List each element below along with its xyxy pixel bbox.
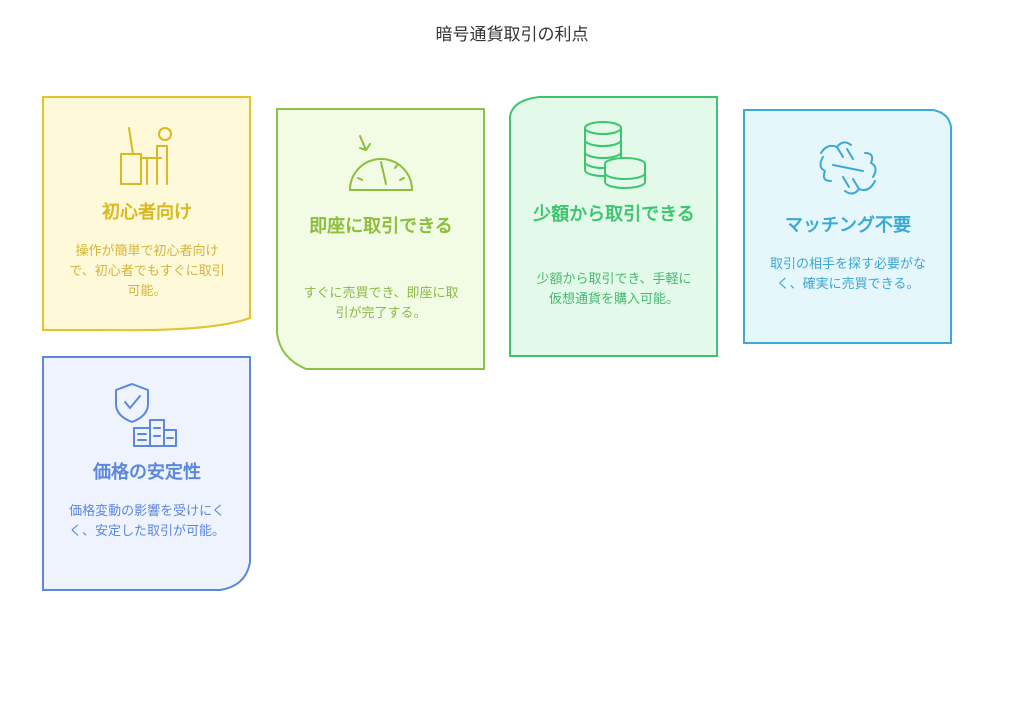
- card-background: [42, 356, 251, 591]
- card-title: 少額から取引できる: [533, 204, 695, 225]
- card-title: 即座に取引できる: [309, 216, 453, 237]
- card-description: 取引の相手を探す必要がなく、確実に売買できる。: [769, 257, 926, 292]
- card-instant-trade: 即座に取引できる すぐに売買でき、即座に取引が完了する。: [276, 108, 486, 371]
- card-price-stability: 価格の安定性 価格変動の影響を受けにくく、安定した取引が可能。: [42, 356, 252, 592]
- card-background: [276, 108, 485, 370]
- card-beginner-friendly: 初心者向け 操作が簡単で初心者向けで、初心者でもすぐに取引可能。: [42, 96, 252, 332]
- card-small-amount: 少額から取引できる 少額から取引でき、手軽に仮想通貨を購入可能。: [509, 96, 719, 358]
- card-background: [509, 96, 718, 357]
- card-title: 初心者向け: [102, 202, 192, 223]
- card-description: 少額から取引でき、手軽に仮想通貨を購入可能。: [536, 272, 692, 307]
- card-background: [42, 96, 251, 332]
- diagram-title: 暗号通貨取引の利点: [435, 25, 589, 45]
- card-background: [743, 109, 952, 344]
- person-at-desk-icon: [120, 127, 172, 185]
- card-title: マッチング不要: [785, 215, 911, 236]
- card-description: すぐに売買でき、即座に取引が完了する。: [303, 286, 459, 321]
- speedometer-icon: [349, 135, 413, 191]
- handshake-icon: [819, 141, 877, 195]
- coin-stack-icon: [584, 121, 646, 189]
- shield-buildings-icon: [115, 383, 177, 447]
- card-description: 操作が簡単で初心者向けで、初心者でもすぐに取引可能。: [69, 244, 225, 299]
- card-description: 価格変動の影響を受けにくく、安定した取引が可能。: [68, 504, 225, 539]
- card-no-matching: マッチング不要 取引の相手を探す必要がなく、確実に売買できる。: [743, 109, 953, 345]
- card-title: 価格の安定性: [93, 462, 201, 483]
